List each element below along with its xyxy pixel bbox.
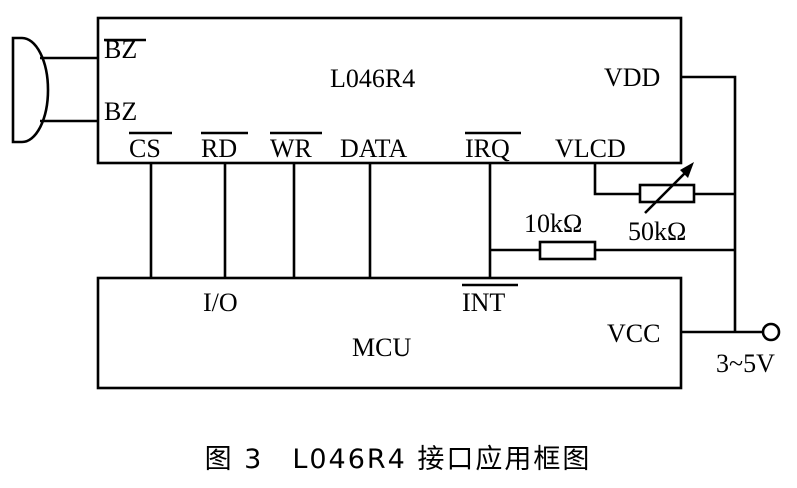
pin-vdd: VDD <box>604 63 660 92</box>
fixed-resistor-label: 10kΩ <box>524 209 582 238</box>
buzzer-symbol <box>11 36 98 144</box>
chip-name: L046R4 <box>330 64 415 93</box>
figure-caption: 图 3 L046R4 接口应用框图 <box>205 444 592 475</box>
pin-data: DATA <box>340 134 407 163</box>
pin-wr: WR <box>270 134 313 163</box>
vlcd-wire <box>593 163 640 196</box>
mcu-vcc-label: VCC <box>607 319 660 348</box>
mcu-io-label: I/O <box>203 288 238 317</box>
pin-cs: CS <box>129 134 161 163</box>
pin-irq: IRQ <box>465 134 510 163</box>
variable-resistor-label: 50kΩ <box>628 217 686 246</box>
variable-resistor-50k <box>638 183 696 204</box>
pin-vlcd: VLCD <box>555 134 626 163</box>
bus-wires <box>149 163 492 278</box>
pin-rd: RD <box>201 134 237 163</box>
supply-voltage-label: 3~5V <box>716 349 775 378</box>
mcu-box <box>96 276 683 390</box>
pin-bz: BZ <box>104 97 137 126</box>
power-rail <box>681 75 781 342</box>
fixed-resistor-10k <box>538 240 597 261</box>
mcu-name: MCU <box>352 333 411 362</box>
l046r4-chip-box <box>96 16 683 165</box>
supply-terminal <box>761 322 781 342</box>
variable-resistor-arrow <box>644 162 694 214</box>
mcu-int-label: INT <box>462 288 505 317</box>
